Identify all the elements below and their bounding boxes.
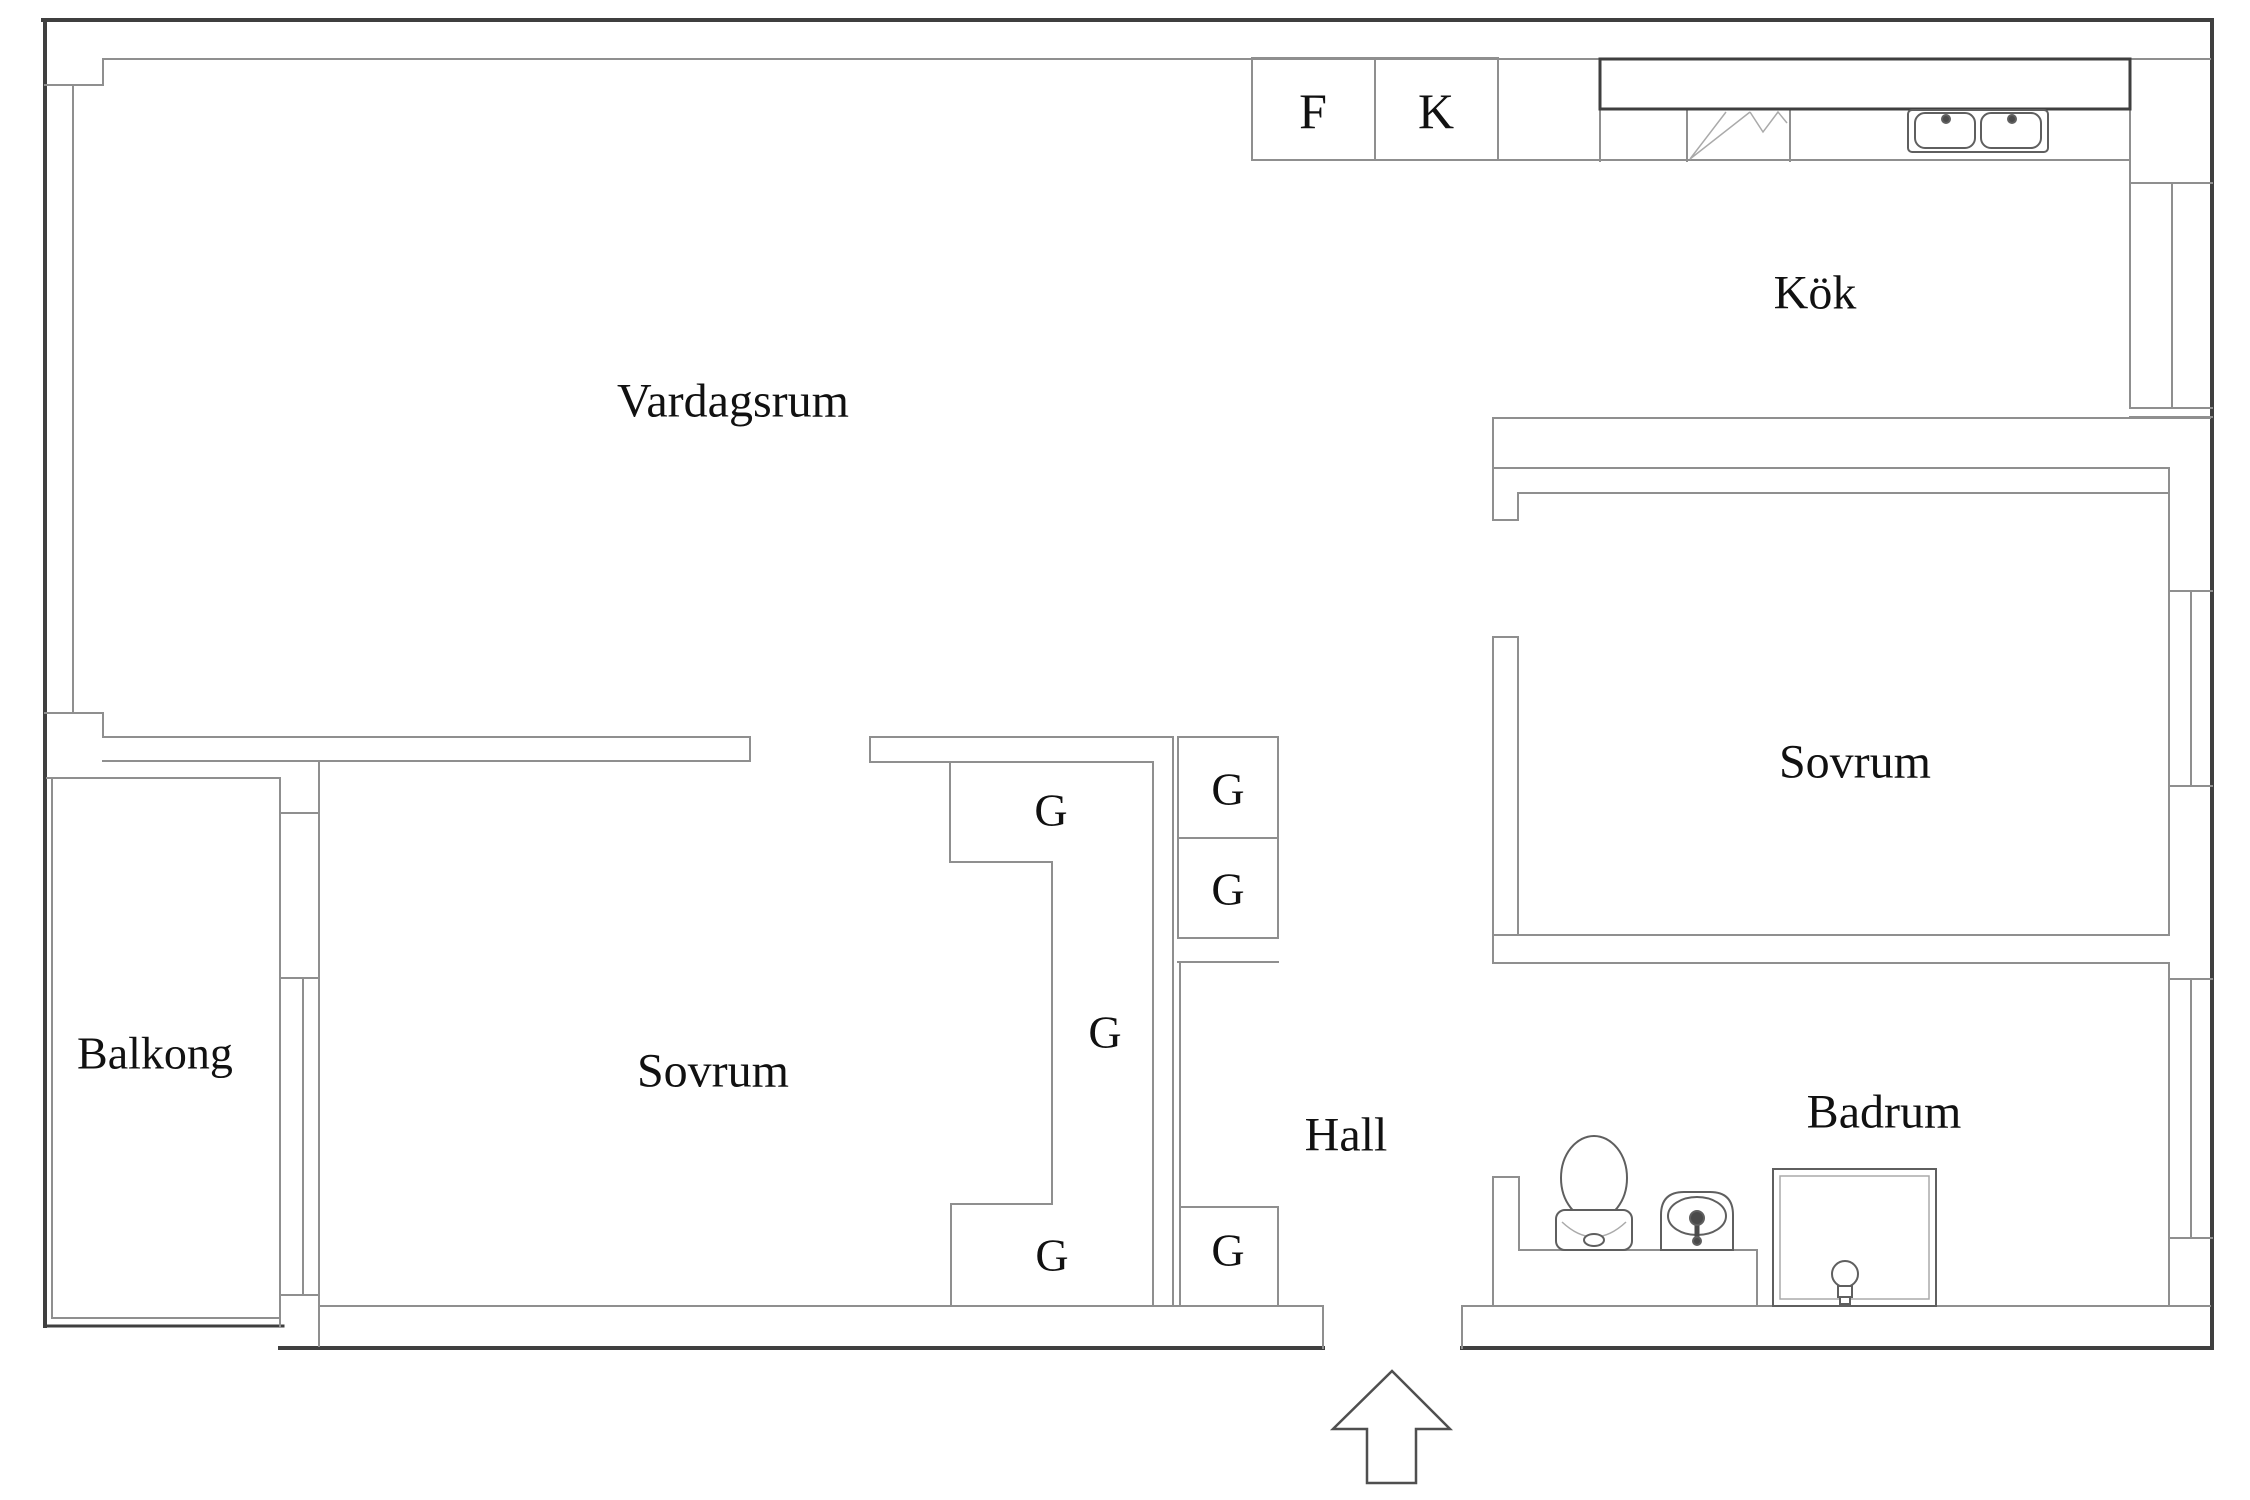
- toilet-icon: [1555, 1135, 1633, 1251]
- wardrobe-label-3: G: [1211, 864, 1244, 915]
- room-labels: Vardagsrum Kök Sovrum Sovrum Balkong Hal…: [77, 267, 1961, 1162]
- shower-icon: [1772, 1168, 1937, 1307]
- walls-inner: [44, 57, 2213, 1349]
- room-label-badrum: Badrum: [1807, 1086, 1962, 1139]
- wardrobe-label-1: G: [1034, 785, 1067, 836]
- walls-outer: [41, 18, 2214, 1350]
- wardrobe-label-5: G: [1035, 1230, 1068, 1281]
- wardrobe-label-2: G: [1211, 764, 1244, 815]
- room-label-kok: Kök: [1774, 267, 1857, 320]
- stove-icon: [1689, 110, 1788, 160]
- wardrobe-label-6: G: [1211, 1225, 1244, 1276]
- kitchen-sink-icon: [1907, 109, 2049, 153]
- bathroom-sink-icon: [1660, 1191, 1734, 1251]
- appliance-labels: F K: [1299, 83, 1454, 139]
- wardrobe-label-4: G: [1088, 1007, 1121, 1058]
- fridge-label: F: [1299, 83, 1327, 139]
- wardrobe-labels: G G G G G G: [1034, 764, 1244, 1281]
- room-label-balkong: Balkong: [77, 1028, 233, 1079]
- room-label-sovrum-left: Sovrum: [637, 1045, 789, 1098]
- entrance-arrow-icon: [1329, 1369, 1454, 1485]
- kitchen-counter: [1598, 57, 2132, 111]
- room-label-vardagsrum: Vardagsrum: [617, 375, 849, 428]
- room-label-hall: Hall: [1305, 1109, 1388, 1162]
- freezer-label: K: [1418, 83, 1454, 139]
- room-label-sovrum-right: Sovrum: [1779, 736, 1931, 789]
